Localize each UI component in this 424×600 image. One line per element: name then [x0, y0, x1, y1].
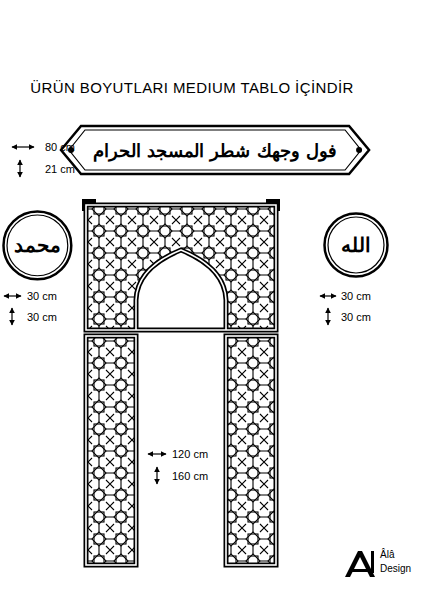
dimension-label: 21 cm: [45, 163, 75, 175]
brand-name: Design: [380, 563, 411, 574]
dimension-arrows: [4, 147, 336, 484]
dimension-label: 30 cm: [27, 290, 57, 302]
calligraphy-text: محمد: [14, 233, 61, 257]
logo-mark: [345, 551, 375, 577]
calligraphy-text: الله: [341, 233, 371, 257]
dimension-label: 30 cm: [341, 311, 371, 323]
calligraphy-medallion: محمد: [2, 210, 73, 281]
calligraphy-medallion: الله: [323, 212, 389, 278]
brand-name: Âlâ: [380, 549, 394, 560]
dimension-label: 160 cm: [172, 470, 208, 482]
dimension-label: 120 cm: [172, 448, 208, 460]
calligraphy-banner: فول وجهك شطر المسجد الحرام: [61, 122, 369, 178]
dimension-label: 30 cm: [27, 311, 57, 323]
calligraphy-text: فول وجهك شطر المسجد الحرام: [93, 140, 337, 161]
dimension-label: 30 cm: [341, 290, 371, 302]
title: ÜRÜN BOYUTLARI MEDIUM TABLO İÇİNDİR: [30, 79, 353, 96]
dimension-label: 80 cm: [45, 141, 75, 153]
arch-panel: [82, 199, 280, 565]
